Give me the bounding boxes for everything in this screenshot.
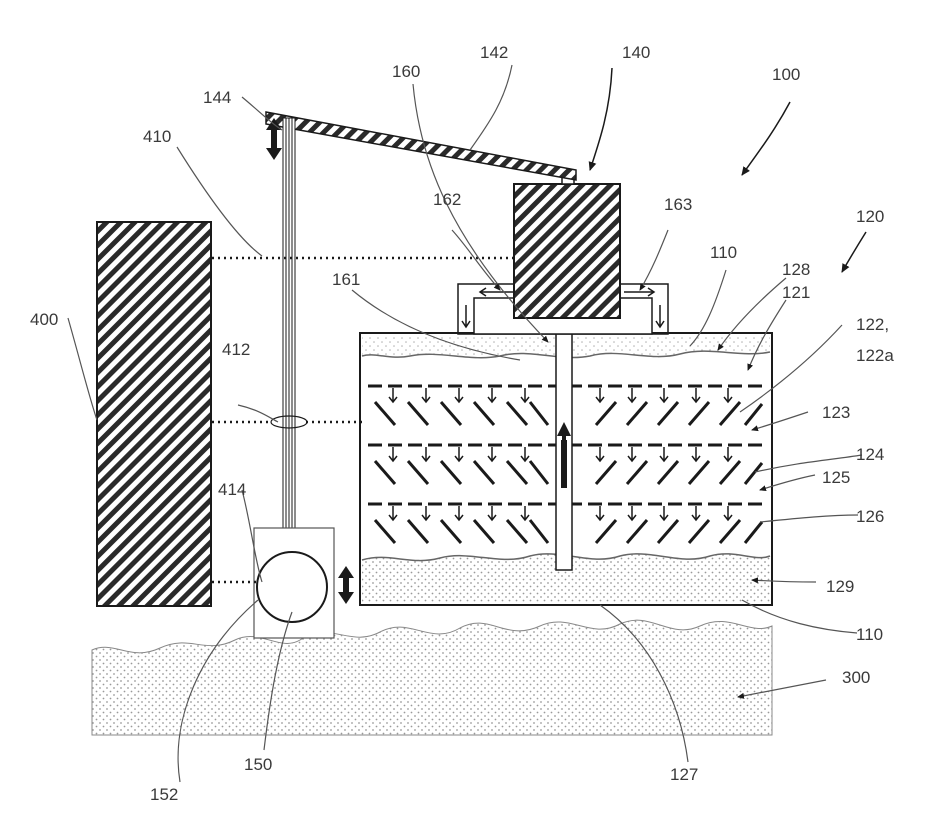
- label-142: 142: [480, 43, 508, 62]
- label-150: 150: [244, 755, 272, 774]
- label-129: 129: [826, 577, 854, 596]
- label-110-bottom: 110: [856, 625, 883, 644]
- label-163: 163: [664, 195, 692, 214]
- label-125: 125: [822, 468, 850, 487]
- label-100: 100: [772, 65, 800, 84]
- label-162: 162: [433, 190, 461, 209]
- label-412: 412: [222, 340, 250, 359]
- label-124: 124: [856, 445, 884, 464]
- label-122: 122,: [856, 315, 889, 334]
- ground-300: [92, 620, 772, 735]
- label-161: 161: [332, 270, 360, 289]
- label-160: 160: [392, 62, 420, 81]
- float-150: [257, 552, 327, 622]
- turbine-box-140: [514, 184, 620, 318]
- label-300: 300: [842, 668, 870, 687]
- label-121: 121: [782, 283, 810, 302]
- float-double-arrow: [338, 566, 354, 604]
- label-arrows: [590, 68, 866, 272]
- label-123: 123: [822, 403, 850, 422]
- label-400: 400: [30, 310, 58, 329]
- label-414: 414: [218, 480, 246, 499]
- label-122a: 122a: [856, 346, 894, 365]
- label-140: 140: [622, 43, 650, 62]
- label-128: 128: [782, 260, 810, 279]
- column-flow-bar: [561, 440, 567, 488]
- controller-block-400: [97, 222, 211, 606]
- label-110-top: 110: [710, 243, 737, 262]
- label-144: 144: [203, 88, 231, 107]
- label-152: 152: [150, 785, 178, 804]
- label-120: 120: [856, 207, 884, 226]
- label-410: 410: [143, 127, 171, 146]
- label-126: 126: [856, 507, 884, 526]
- lever-arm-142: [266, 112, 576, 180]
- label-127: 127: [670, 765, 698, 784]
